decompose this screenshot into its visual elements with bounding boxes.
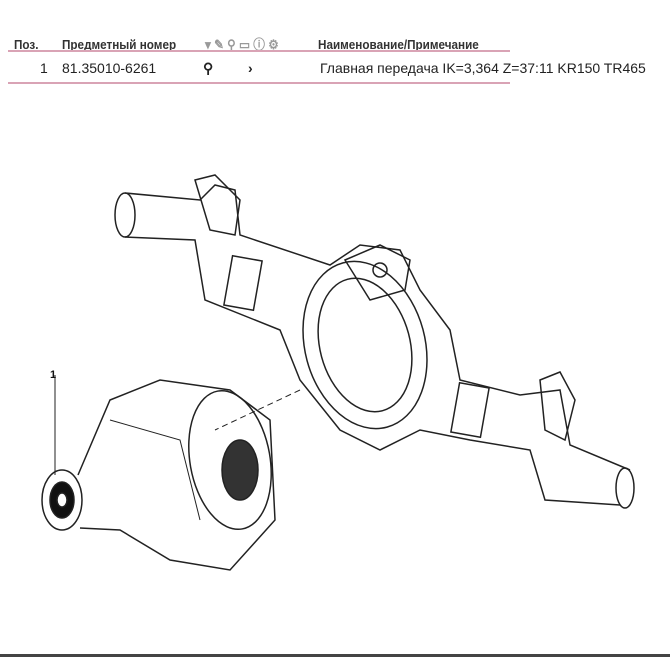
differential-assembly [41, 379, 276, 571]
divider [8, 50, 510, 52]
expand-arrow[interactable]: › [248, 60, 253, 76]
row-name: Главная передача IK=3,364 Z=37:11 KR150 … [320, 60, 646, 76]
row-pos: 1 [40, 60, 48, 76]
header-pos[interactable]: Поз. [14, 37, 39, 51]
header-name[interactable]: Наименование/Примечание [318, 37, 479, 51]
axle-housing [114, 174, 635, 509]
callout-label[interactable]: 1 [50, 369, 56, 381]
divider [8, 82, 510, 84]
pin-icon[interactable]: ⚲ [203, 60, 214, 76]
header-part-number[interactable]: Предметный номер [62, 37, 177, 51]
table-header: Поз. Предметный номер ▾ ✎ ⚲ ▭ ⓘ ⚙ Наимен… [0, 30, 670, 51]
bottom-border [0, 654, 670, 657]
header-icons: ▾ ✎ ⚲ ▭ ⓘ ⚙ [205, 37, 279, 51]
row-part-number[interactable]: 81.35010-6261 [62, 60, 157, 76]
